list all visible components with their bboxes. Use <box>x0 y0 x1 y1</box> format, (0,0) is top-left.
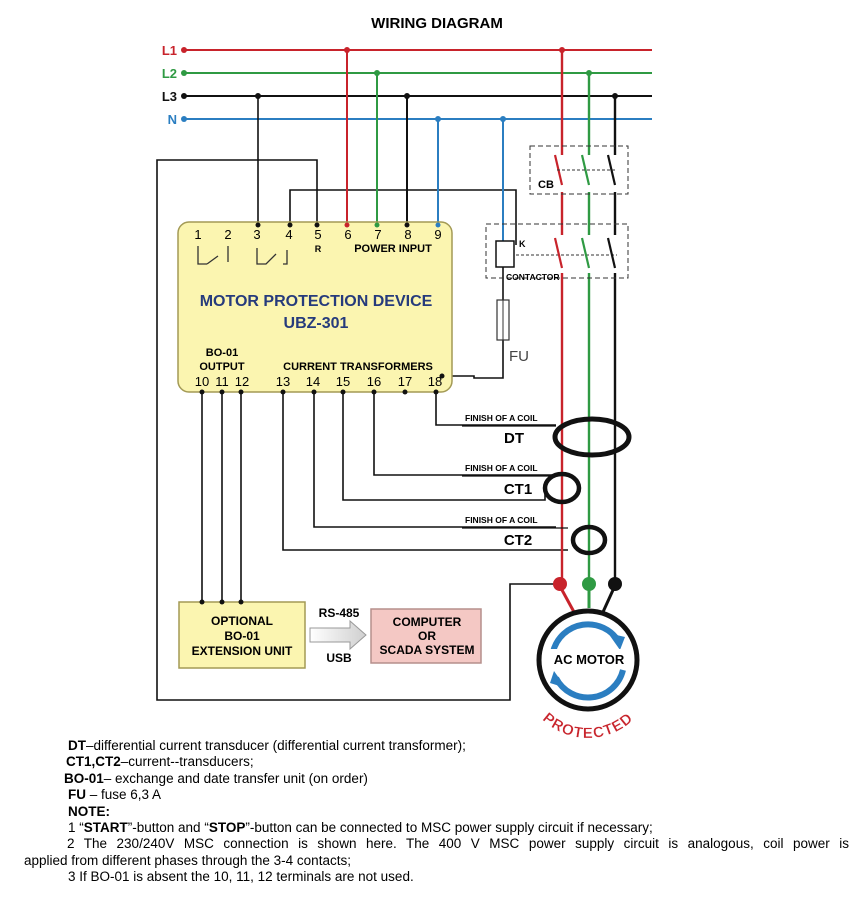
note1-a: 1 “ <box>68 820 84 836</box>
control-wires <box>156 96 568 701</box>
terminal-4: 4 <box>285 227 292 242</box>
extension-unit: OPTIONAL BO-01 EXTENSION UNIT <box>178 599 306 669</box>
bus-label-n: N <box>168 112 177 127</box>
cb-label: CB <box>538 179 554 191</box>
bottom-terminal-numbers: 10 11 12 13 14 15 16 17 18 <box>195 374 442 389</box>
legend-fu-term: FU <box>68 787 86 803</box>
legend-ct-text: –current--transducers; <box>120 754 254 770</box>
note-2-line2: applied from different phases through th… <box>24 852 351 868</box>
extension-unit-line1: OPTIONAL <box>211 614 273 628</box>
coil-dt: FINISH OF A COIL DT <box>462 413 632 458</box>
terminal-18: 18 <box>428 374 442 389</box>
scada-line1: COMPUTER <box>393 615 462 629</box>
terminal-8: 8 <box>404 227 411 242</box>
legend-dt-term: DT <box>68 738 86 753</box>
r-label: R <box>315 244 322 254</box>
terminal-6: 6 <box>344 227 351 242</box>
relay-contact-icon <box>197 246 288 265</box>
motor-phase-lines <box>560 50 617 584</box>
bo-label: BO-01 <box>206 347 238 359</box>
diagram-title: WIRING DIAGRAM <box>371 15 503 32</box>
extension-unit-line3: EXTENSION UNIT <box>192 644 293 658</box>
protected-label: PROTECTED <box>539 709 636 740</box>
legend-dt: DT–differential current transducer (diff… <box>0 738 863 754</box>
legend-bo-term: BO-01 <box>64 770 104 786</box>
motor-protection-device: 1 2 3 4 5 6 7 8 9 R POWER INPUT MOTOR PR… <box>177 221 453 395</box>
terminal-16: 16 <box>367 374 381 389</box>
circuit-breaker: CB <box>529 145 629 195</box>
terminal-10: 10 <box>195 374 209 389</box>
note1-stop: STOP <box>208 820 246 836</box>
contactor-label: CONTACTOR <box>506 272 560 282</box>
note-title: NOTE: <box>68 803 110 819</box>
legend-ct: CT1,CT2–current--transducers; <box>0 754 863 770</box>
scada-line2: OR <box>418 629 436 643</box>
device-model: UBZ-301 <box>284 315 349 332</box>
bus-label-l3: L3 <box>162 89 177 104</box>
coil-ct2-name: CT2 <box>504 532 532 549</box>
note1-c: ”-button can be connected to MSC power s… <box>245 820 653 836</box>
terminal-7: 7 <box>374 227 381 242</box>
legend-fu: FU – fuse 6,3 A <box>0 787 863 803</box>
ac-motor: AC MOTOR PROTECTED <box>536 577 640 740</box>
coil-ct1-finish: FINISH OF A COIL <box>465 463 538 473</box>
note-3: 3 If BO-01 is absent the 10, 11, 12 term… <box>68 869 414 885</box>
terminal-11: 11 <box>215 374 229 389</box>
legend: DT–differential current transducer (diff… <box>0 738 863 886</box>
power-feeds <box>346 50 504 248</box>
note1-b: ”-button and “ <box>127 820 209 836</box>
scada-line3: SCADA SYSTEM <box>380 643 475 657</box>
device-title: MOTOR PROTECTION DEVICE <box>200 293 433 310</box>
coil-ct2: FINISH OF A COIL CT2 <box>462 515 608 556</box>
terminal-14: 14 <box>306 374 320 389</box>
coil-ct1: FINISH OF A COIL CT1 <box>462 463 582 505</box>
comm-arrow-icon <box>309 619 367 651</box>
junction-dots <box>255 47 618 122</box>
legend-bo-text: – exchange and date transfer unit (on or… <box>103 770 368 786</box>
terminal-15: 15 <box>336 374 350 389</box>
terminal-3: 3 <box>253 227 260 242</box>
terminal-13: 13 <box>276 374 290 389</box>
rs485-label: RS-485 <box>319 606 360 620</box>
output-label: OUTPUT <box>199 361 245 373</box>
legend-dt-text: –differential current transducer (differ… <box>86 738 466 753</box>
note1-start: START <box>83 820 128 836</box>
comm-link: RS-485 USB <box>309 606 367 665</box>
legend-fu-text: – fuse 6,3 A <box>86 787 162 803</box>
terminal-17: 17 <box>398 374 412 389</box>
usb-label: USB <box>326 651 352 665</box>
motor-label: AC MOTOR <box>554 652 625 667</box>
coil-ct1-name: CT1 <box>504 481 532 498</box>
extension-unit-line2: BO-01 <box>224 629 260 643</box>
coil-dt-finish: FINISH OF A COIL <box>465 413 538 423</box>
contactor-coil <box>495 240 515 268</box>
bus-label-l1: L1 <box>162 43 177 58</box>
terminal-5: 5 <box>314 227 321 242</box>
power-input-label: POWER INPUT <box>354 243 432 255</box>
terminal-2: 2 <box>224 227 231 242</box>
bus-bars <box>181 47 652 122</box>
legend-bo: BO-01– exchange and date transfer unit (… <box>0 771 863 787</box>
note-1: 1 “START”-button and “STOP”-button can b… <box>0 820 863 836</box>
legend-ct-term: CT1,CT2 <box>66 754 121 770</box>
coil-ct2-finish: FINISH OF A COIL <box>465 515 538 525</box>
current-transformers-label: CURRENT TRANSFORMERS <box>283 361 433 373</box>
terminal-12: 12 <box>235 374 249 389</box>
wiring-diagram: WIRING DIAGRAM L1 L2 L3 N <box>156 15 652 740</box>
fuse: FU <box>496 299 529 365</box>
coil-dt-name: DT <box>504 430 524 447</box>
contactor-k-label: K <box>519 239 526 249</box>
bus-labels: L1 L2 L3 N <box>162 43 177 127</box>
terminal-9: 9 <box>434 227 441 242</box>
terminal-1: 1 <box>194 227 201 242</box>
contactor: K CONTACTOR <box>485 223 629 282</box>
scada-system: COMPUTER OR SCADA SYSTEM <box>370 608 482 664</box>
top-terminal-numbers: 1 2 3 4 5 6 7 8 9 <box>194 227 441 242</box>
note-2-line1: 2 The 230/240V MSC connection is shown h… <box>67 836 849 852</box>
fuse-label: FU <box>509 348 529 365</box>
bus-label-l2: L2 <box>162 66 177 81</box>
